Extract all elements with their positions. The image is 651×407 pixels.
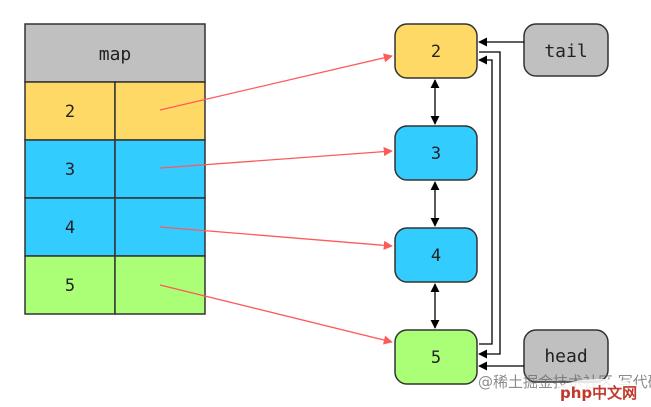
tail-pointer: tail bbox=[478, 23, 609, 77]
map-arrow-2 bbox=[159, 53, 393, 111]
php-logo-text: php中文网 bbox=[560, 384, 637, 402]
list-node-box bbox=[394, 125, 478, 181]
list-node-label: 3 bbox=[431, 144, 441, 164]
php-logo: php中文网 bbox=[556, 379, 644, 405]
map-row-4: 4 bbox=[24, 197, 206, 257]
map-row-key: 2 bbox=[65, 102, 75, 122]
map-row-key-cell bbox=[24, 81, 116, 141]
list-node-label: 4 bbox=[431, 246, 441, 266]
map-arrow-4 bbox=[159, 226, 393, 250]
list-node-4: 4 bbox=[394, 227, 478, 283]
map-arrow-3 bbox=[159, 147, 393, 169]
list-node-5: 5 bbox=[394, 329, 478, 385]
map-row-key-cell bbox=[24, 139, 116, 199]
list-node-label: 5 bbox=[431, 348, 441, 368]
list-node-box bbox=[394, 329, 478, 385]
map-table: map 2 3 4 5 bbox=[24, 23, 206, 315]
map-header-label: map bbox=[99, 44, 132, 65]
head-pointer: head bbox=[478, 329, 609, 383]
last-to-first-link bbox=[478, 55, 493, 345]
linked-list: 2 3 4 5 bbox=[394, 23, 478, 385]
map-row-3: 3 bbox=[24, 139, 206, 199]
list-node-box bbox=[394, 227, 478, 283]
php-logo-badge bbox=[556, 379, 644, 405]
head-label: head bbox=[544, 346, 587, 367]
tail-label: tail bbox=[544, 41, 587, 62]
map-row-key: 4 bbox=[65, 218, 75, 238]
map-row-key: 3 bbox=[65, 160, 75, 180]
map-row-key-cell bbox=[24, 255, 116, 315]
list-node-2: 2 bbox=[394, 23, 478, 79]
list-node-3: 3 bbox=[394, 125, 478, 181]
first-to-last-link bbox=[478, 51, 501, 359]
map-arrow-5 bbox=[159, 284, 393, 345]
map-to-node-arrows bbox=[159, 53, 393, 345]
map-row-value-cell bbox=[114, 81, 206, 141]
circular-links bbox=[478, 51, 501, 359]
head-box bbox=[523, 329, 609, 383]
map-row-2: 2 bbox=[24, 81, 206, 141]
map-row-key: 5 bbox=[65, 276, 75, 296]
list-node-box bbox=[394, 23, 478, 79]
map-row-value-cell bbox=[114, 139, 206, 199]
map-header-cell bbox=[24, 23, 206, 83]
map-row-5: 5 bbox=[24, 255, 206, 315]
list-node-label: 2 bbox=[431, 42, 441, 62]
tail-box bbox=[523, 23, 609, 77]
